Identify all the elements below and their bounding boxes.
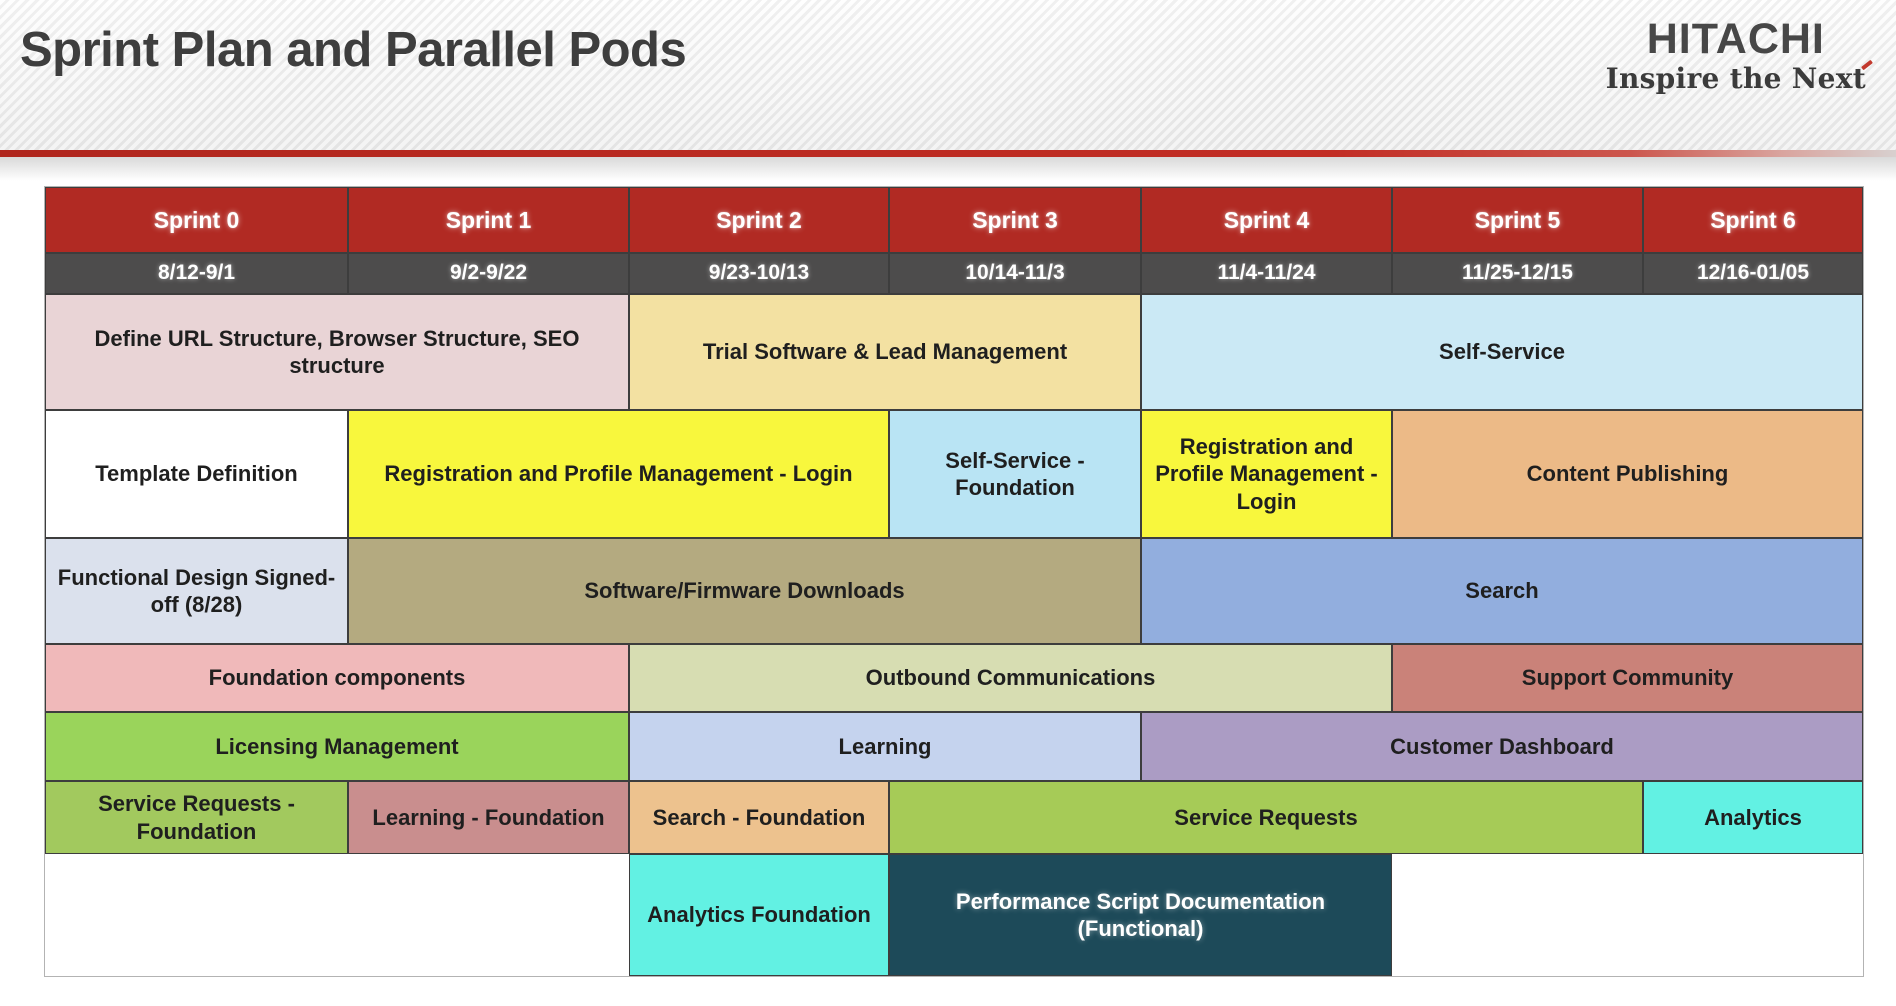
task-functional-design-signed-off: Functional Design Signed-off (8/28) bbox=[45, 538, 348, 644]
sprint-6-header: Sprint 6 bbox=[1643, 187, 1863, 253]
task-search: Search bbox=[1141, 538, 1863, 644]
sprint-3-header: Sprint 3 bbox=[889, 187, 1141, 253]
header-band: Sprint Plan and Parallel Pods HITACHI In… bbox=[0, 0, 1896, 150]
task-service-requests: Service Requests bbox=[889, 781, 1643, 854]
task-search-foundation: Search - Foundation bbox=[629, 781, 889, 854]
tagline-text: Inspire the Nex bbox=[1605, 62, 1853, 95]
empty-cell-left bbox=[45, 854, 629, 976]
task-performance-script-documentation: Performance Script Documentation (Functi… bbox=[889, 854, 1392, 976]
task-foundation-components: Foundation components bbox=[45, 644, 629, 712]
task-software-firmware-downloads: Software/Firmware Downloads bbox=[348, 538, 1141, 644]
task-analytics-foundation: Analytics Foundation bbox=[629, 854, 889, 976]
header-shadow bbox=[0, 157, 1896, 185]
task-service-requests-foundation: Service Requests - Foundation bbox=[45, 781, 348, 854]
sprint-2-dates: 9/23-10/13 bbox=[629, 253, 889, 294]
sprint-2-header: Sprint 2 bbox=[629, 187, 889, 253]
empty-cell-right bbox=[1392, 854, 1863, 976]
sprint-5-header: Sprint 5 bbox=[1392, 187, 1643, 253]
task-template-definition: Template Definition bbox=[45, 410, 348, 538]
task-self-service: Self-Service bbox=[1141, 294, 1863, 410]
task-self-service-foundation: Self-Service - Foundation bbox=[889, 410, 1141, 538]
task-learning: Learning bbox=[629, 712, 1141, 781]
sprint-3-dates: 10/14-11/3 bbox=[889, 253, 1141, 294]
red-divider bbox=[0, 150, 1896, 157]
hitachi-wordmark: HITACHI bbox=[1646, 15, 1825, 63]
page-title: Sprint Plan and Parallel Pods bbox=[20, 23, 687, 77]
sprint-0-dates: 8/12-9/1 bbox=[45, 253, 348, 294]
sprint-plan-table: Sprint 0 Sprint 1 Sprint 2 Sprint 3 Spri… bbox=[44, 186, 1864, 977]
task-content-publishing: Content Publishing bbox=[1392, 410, 1863, 538]
sprint-1-dates: 9/2-9/22 bbox=[348, 253, 629, 294]
sprint-4-header: Sprint 4 bbox=[1141, 187, 1392, 253]
tagline-accented-t: t bbox=[1852, 62, 1866, 95]
sprint-5-dates: 11/25-12/15 bbox=[1392, 253, 1643, 294]
task-licensing-management: Licensing Management bbox=[45, 712, 629, 781]
sprint-1-header: Sprint 1 bbox=[348, 187, 629, 253]
task-analytics: Analytics bbox=[1643, 781, 1863, 854]
task-outbound-communications: Outbound Communications bbox=[629, 644, 1392, 712]
sprint-4-dates: 11/4-11/24 bbox=[1141, 253, 1392, 294]
task-support-community: Support Community bbox=[1392, 644, 1863, 712]
sprint-6-dates: 12/16-01/05 bbox=[1643, 253, 1863, 294]
task-registration-profile-login-1: Registration and Profile Management - Lo… bbox=[348, 410, 889, 538]
sprint-0-header: Sprint 0 bbox=[45, 187, 348, 253]
task-define-url-structure: Define URL Structure, Browser Structure,… bbox=[45, 294, 629, 410]
task-registration-profile-login-2: Registration and Profile Management - Lo… bbox=[1141, 410, 1392, 538]
task-trial-software-lead-management: Trial Software & Lead Management bbox=[629, 294, 1141, 410]
task-customer-dashboard: Customer Dashboard bbox=[1141, 712, 1863, 781]
task-learning-foundation: Learning - Foundation bbox=[348, 781, 629, 854]
hitachi-tagline: Inspire the Next bbox=[1605, 62, 1866, 95]
hitachi-logo: HITACHI Inspire the Next bbox=[1606, 18, 1866, 95]
